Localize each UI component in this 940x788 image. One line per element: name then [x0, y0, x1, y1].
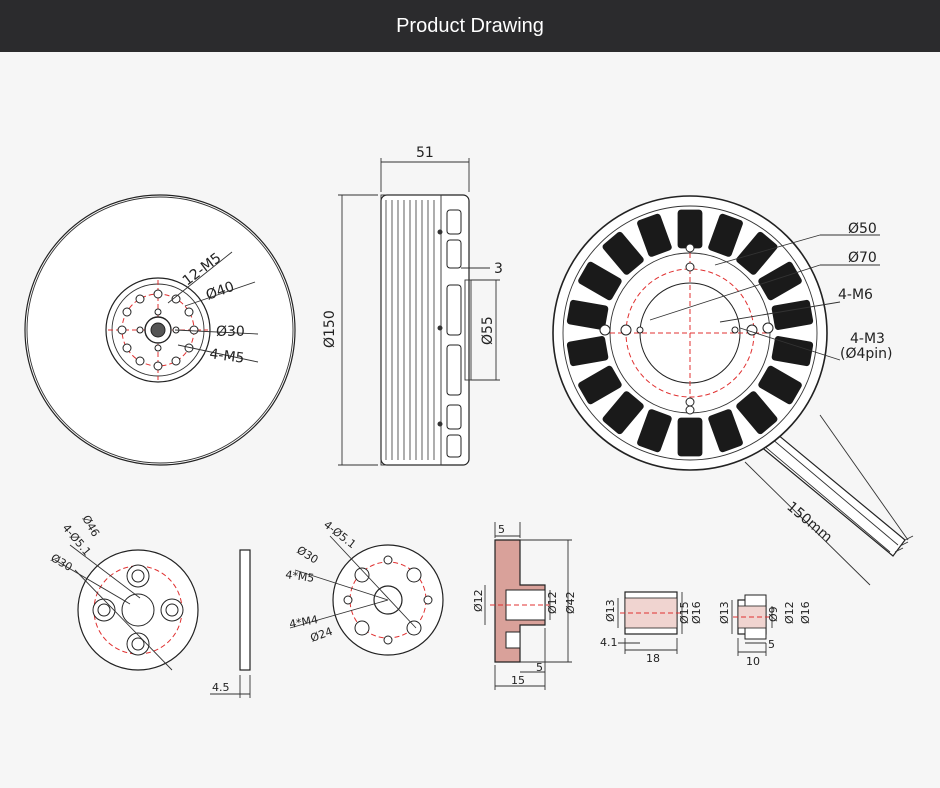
- label-d-r5: 5: [536, 661, 543, 674]
- label-d-d42: Ø42: [564, 591, 577, 614]
- label-f-d13: Ø13: [718, 601, 731, 624]
- drawing-canvas: 12-M5 Ø40 Ø30 4-M5 51 Ø1: [0, 52, 940, 788]
- part-b: 4.5: [210, 549, 251, 698]
- part-e: Ø13 Ø15 Ø16 18 4.1: [600, 591, 703, 665]
- label-f-d12: Ø12: [783, 601, 796, 624]
- coil: [576, 260, 623, 302]
- label-width-51: 51: [416, 145, 434, 161]
- label-f-d16: Ø16: [799, 601, 812, 624]
- stator-coils: [565, 208, 815, 458]
- coil: [676, 416, 704, 458]
- coil: [635, 408, 673, 454]
- coil: [635, 212, 673, 258]
- coil: [576, 364, 623, 406]
- front-bolt-holes: [117, 289, 199, 371]
- front-view: 12-M5 Ø40 Ø30 4-M5: [24, 194, 296, 466]
- label-e-d16: Ø16: [690, 601, 703, 624]
- page-title: Product Drawing: [396, 14, 544, 37]
- label-a-d46: Ø46: [79, 513, 102, 539]
- coil: [676, 208, 704, 250]
- label-offset-3: 3: [494, 261, 503, 277]
- coil: [707, 212, 745, 258]
- label-c-d30: Ø30: [294, 544, 320, 567]
- label-e-d15: Ø15: [678, 601, 691, 624]
- label-4-m5: 4-M5: [208, 346, 245, 367]
- label-cable-150mm: 150mm: [783, 499, 835, 546]
- label-b-t45: 4.5: [212, 681, 230, 694]
- coil: [770, 298, 815, 332]
- label-e-d13: Ø13: [604, 599, 617, 622]
- stator-view: 150mm Ø50 Ø70 4-M6 4-M3 (Ø4pin): [552, 195, 914, 586]
- label-d-d12b: Ø12: [546, 591, 559, 614]
- label-e-l18: 18: [646, 652, 660, 665]
- label-f-w5: 5: [768, 638, 775, 651]
- label-d55: Ø55: [480, 316, 496, 345]
- label-d-w15: 15: [511, 674, 525, 687]
- shaft-circle: [150, 322, 166, 338]
- coil: [565, 298, 610, 332]
- label-c-m4: 4*M4: [288, 613, 319, 631]
- label-4-m3: 4-M3: [850, 331, 885, 347]
- part-a: Ø46 4-Ø5.1 Ø30: [49, 513, 199, 671]
- label-d50: Ø50: [848, 221, 877, 237]
- part-b-plate: [239, 549, 251, 671]
- side-view: 51 Ø150 Ø55 3: [322, 145, 503, 466]
- label-pin: (Ø4pin): [840, 346, 893, 362]
- label-d-top5: 5: [498, 523, 505, 536]
- label-c-d24: Ø24: [309, 625, 335, 645]
- coil: [707, 408, 745, 454]
- drawing-svg: 12-M5 Ø40 Ø30 4-M5 51 Ø1: [24, 145, 914, 698]
- label-a-d30: Ø30: [49, 551, 75, 574]
- coil: [770, 334, 815, 368]
- coil: [565, 334, 610, 368]
- part-c: 4-Ø5.1 Ø30 4*M5 4*M4 Ø24: [285, 518, 444, 656]
- coil: [757, 260, 804, 302]
- label-d30: Ø30: [216, 324, 245, 340]
- coil: [757, 364, 804, 406]
- label-f-d9: Ø9: [767, 606, 780, 622]
- label-d70: Ø70: [848, 250, 877, 266]
- side-fins: [385, 200, 435, 460]
- header-bar: Product Drawing: [0, 0, 940, 52]
- label-d150: Ø150: [322, 310, 338, 348]
- label-4-m6: 4-M6: [838, 287, 873, 303]
- label-d-d12a: Ø12: [472, 589, 485, 612]
- part-f: Ø13 Ø9 Ø12 Ø16 5 10: [718, 594, 812, 668]
- label-f-l10: 10: [746, 655, 760, 668]
- label-e-w41: 4.1: [600, 636, 618, 649]
- part-d: 5 Ø12 Ø12 Ø42 15 5: [472, 522, 577, 690]
- coil: [601, 230, 645, 276]
- label-c-m5: 4*M5: [285, 568, 316, 585]
- coil: [601, 390, 645, 436]
- coil: [735, 390, 779, 436]
